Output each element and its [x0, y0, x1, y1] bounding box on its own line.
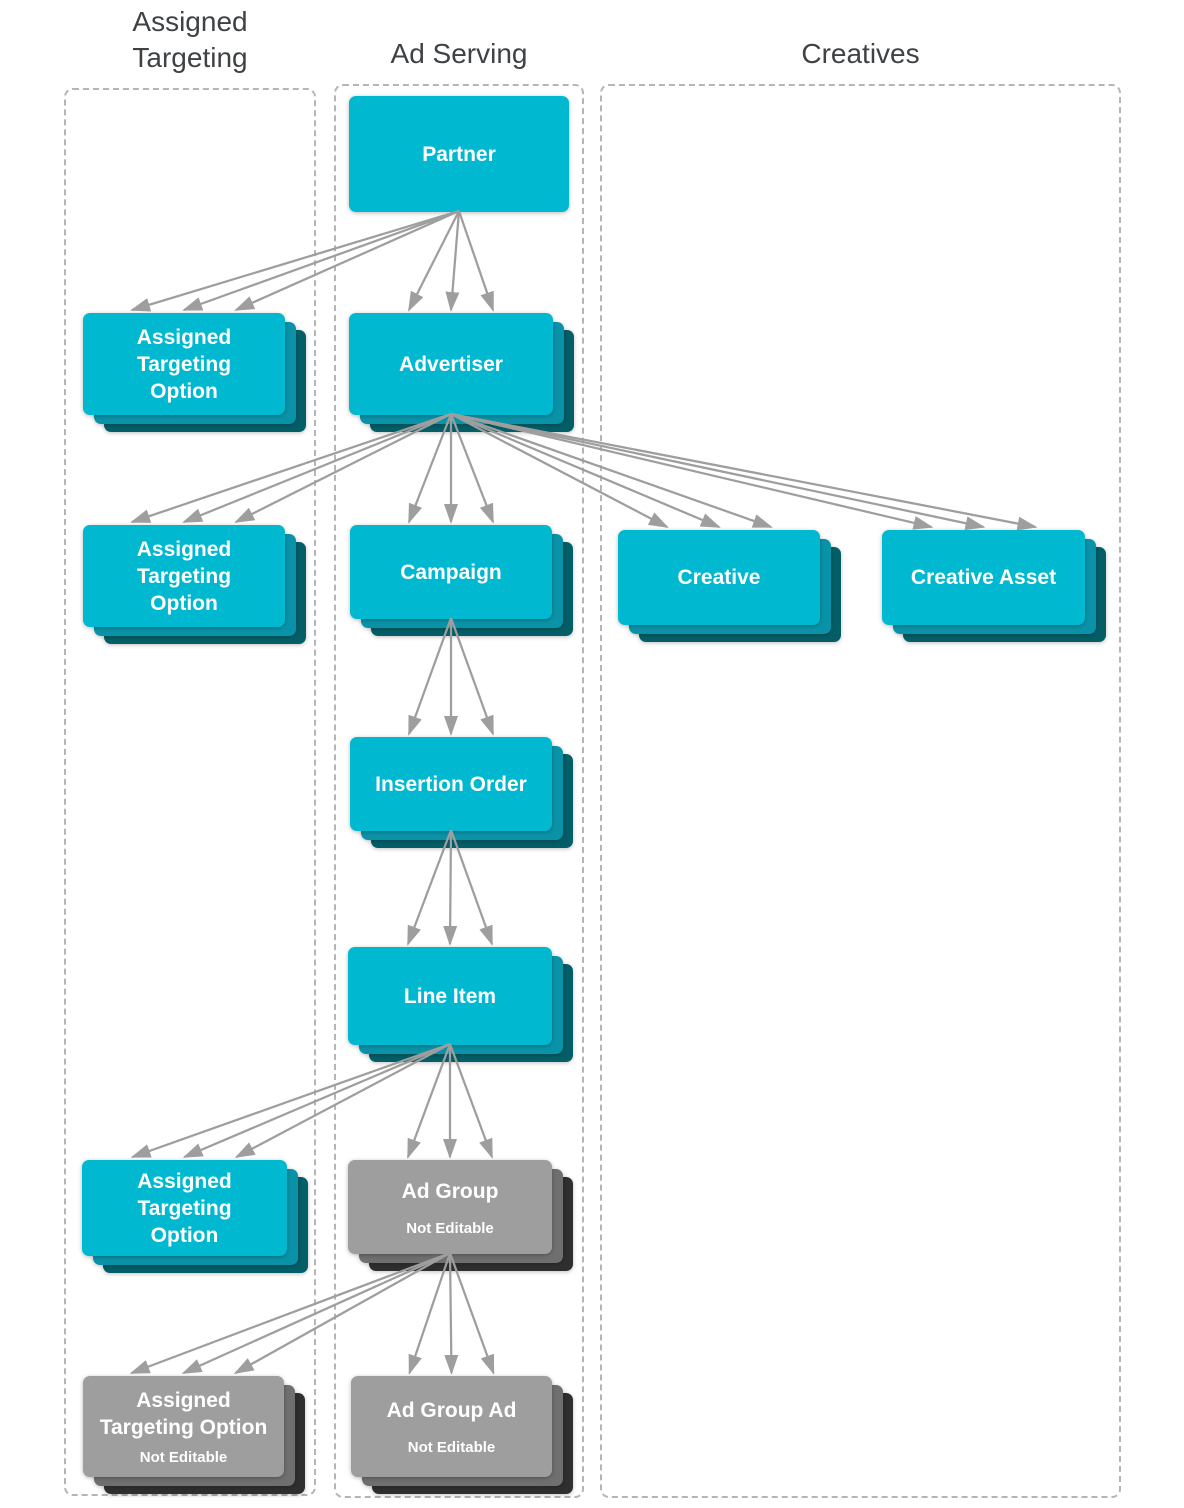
- node-label: Assigned Targeting Option: [137, 1168, 232, 1249]
- node-creative-asset: Creative Asset: [882, 530, 1106, 642]
- node-label-line: Ad Group Ad: [386, 1399, 517, 1422]
- node-label: Creative Asset: [911, 564, 1056, 591]
- node-label-line: Assigned: [136, 1389, 231, 1412]
- node-label: Creative: [678, 564, 761, 591]
- node-label: Assigned Targeting Option: [137, 536, 232, 617]
- node-label-line: Option: [150, 379, 218, 403]
- card-face: Campaign: [350, 525, 552, 619]
- card-face: Partner: [349, 96, 569, 212]
- node-assigned-targeting-option-4: Assigned Targeting Option Not Editable: [83, 1376, 305, 1494]
- column-title-creatives: Creatives: [801, 38, 920, 69]
- node-ad-group-ad: Ad Group Ad Not Editable: [351, 1376, 573, 1494]
- node-label-line: Ad Group: [401, 1179, 499, 1203]
- column-assigned-targeting: [64, 88, 316, 1496]
- column-ad-serving: [334, 84, 584, 1498]
- node-label: Assigned Targeting Option: [100, 1387, 268, 1441]
- node-label-line: Assigned: [136, 537, 232, 561]
- node-line-item: Line Item: [348, 947, 573, 1062]
- node-assigned-targeting-option-3: Assigned Targeting Option: [82, 1160, 308, 1273]
- node-label: Ad Group: [402, 1178, 499, 1205]
- node-label-line: Campaign: [400, 560, 502, 584]
- card-face: Assigned Targeting Option: [82, 1160, 287, 1256]
- card-face: Assigned Targeting Option: [83, 313, 285, 415]
- column-title-assigned-targeting: Assigned Targeting: [64, 4, 316, 76]
- node-label-line: Line Item: [403, 984, 497, 1008]
- node-label-line: Targeting: [136, 564, 232, 588]
- node-label-line: Targeting: [137, 1196, 232, 1220]
- node-label-line: Option: [150, 1223, 219, 1247]
- node-assigned-targeting-option-2: Assigned Targeting Option: [83, 525, 306, 644]
- node-ad-group: Ad Group Not Editable: [348, 1160, 573, 1271]
- node-campaign: Campaign: [350, 525, 573, 636]
- node-label: Insertion Order: [375, 771, 527, 798]
- card-face: Ad Group Not Editable: [348, 1160, 552, 1254]
- card-face: Insertion Order: [350, 737, 552, 831]
- node-label-line: Option: [150, 591, 218, 615]
- node-advertiser: Advertiser: [349, 313, 574, 432]
- node-label: Campaign: [400, 559, 502, 586]
- node-label-line: Advertiser: [399, 352, 503, 376]
- node-note: Not Editable: [139, 1449, 228, 1466]
- column-creatives: [600, 84, 1121, 1498]
- node-label: Ad Group Ad: [387, 1397, 517, 1424]
- node-label-line: Insertion Order: [375, 772, 527, 796]
- card-face: Assigned Targeting Option Not Editable: [83, 1376, 284, 1477]
- node-label-line: Creative Asset: [910, 566, 1057, 589]
- card-face: Creative: [618, 530, 820, 625]
- node-note: Not Editable: [406, 1219, 494, 1237]
- node-label-line: Targeting: [136, 352, 232, 376]
- node-insertion-order: Insertion Order: [350, 737, 573, 848]
- column-title-ad-serving: Ad Serving: [390, 38, 528, 69]
- node-label: Line Item: [404, 983, 496, 1010]
- node-assigned-targeting-option-1: Assigned Targeting Option: [83, 313, 306, 432]
- node-note: Not Editable: [407, 1439, 496, 1456]
- node-partner: Partner: [349, 96, 569, 212]
- card-face: Creative Asset: [882, 530, 1085, 625]
- node-label-line: Assigned: [136, 325, 232, 349]
- node-label-line: Partner: [422, 142, 496, 166]
- node-label: Partner: [422, 141, 496, 168]
- column-title-line: Assigned: [132, 6, 248, 37]
- card-face: Line Item: [348, 947, 552, 1045]
- node-label-line: Creative: [677, 566, 761, 589]
- node-label-line: Targeting Option: [99, 1416, 268, 1439]
- node-label-line: Assigned: [137, 1169, 232, 1193]
- card-face: Assigned Targeting Option: [83, 525, 285, 627]
- card-face: Ad Group Ad Not Editable: [351, 1376, 552, 1477]
- node-label: Assigned Targeting Option: [137, 324, 232, 405]
- node-creative: Creative: [618, 530, 841, 642]
- node-label: Advertiser: [399, 351, 503, 378]
- card-face: Advertiser: [349, 313, 553, 415]
- column-title-line: Targeting: [132, 42, 248, 73]
